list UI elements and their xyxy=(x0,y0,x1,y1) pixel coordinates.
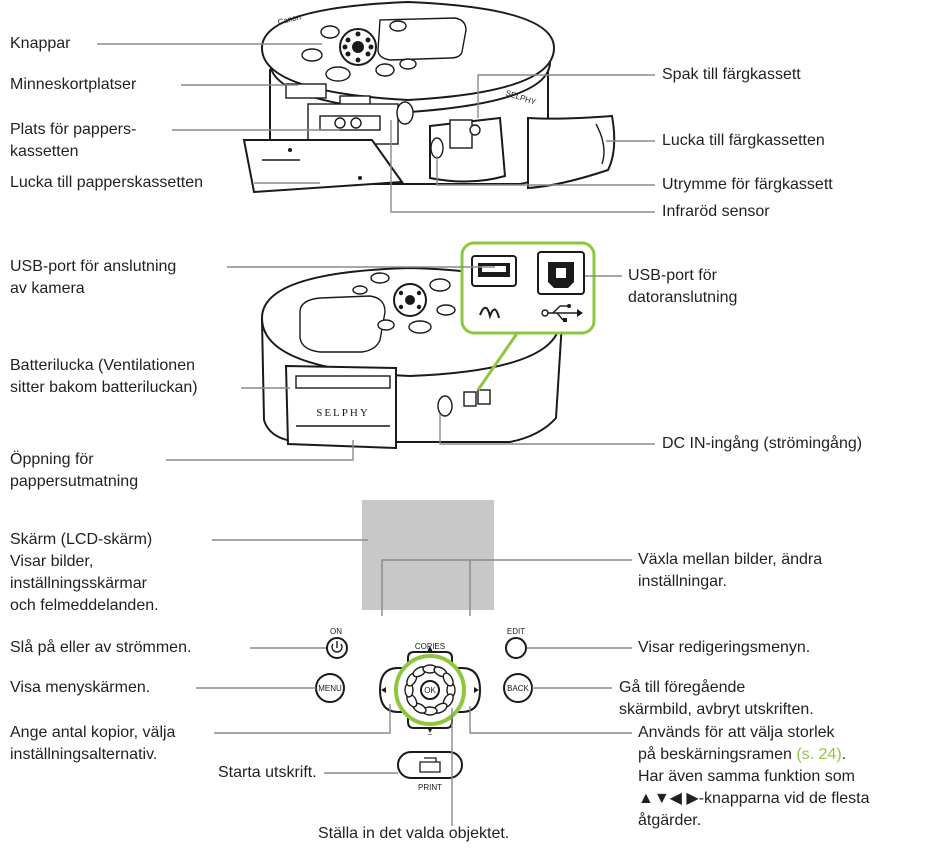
lcd-screen xyxy=(362,500,494,610)
page-reference-link[interactable]: (s. 24) xyxy=(796,746,842,763)
power-icon xyxy=(331,643,343,653)
label-ink-compartment: Utrymme för färgkassett xyxy=(662,176,833,193)
label-ink-door: Lucka till färgkassetten xyxy=(662,132,825,149)
label-paper-cassette-door: Lucka till papperskassetten xyxy=(10,174,203,191)
label-power: Slå på eller av strömmen. xyxy=(10,639,192,656)
menu-button-label: MENU xyxy=(318,684,342,693)
label-paper-cassette-slot: Plats för pappers-kassetten xyxy=(10,121,137,160)
wheel-segment xyxy=(442,672,454,687)
ok-button-label: OK xyxy=(424,686,436,695)
leaders-section2 xyxy=(166,266,655,461)
print-icon xyxy=(419,757,441,773)
leaders-section1 xyxy=(97,43,655,213)
label-lcd-screen: Skärm (LCD-skärm)Visar bilder,inställnin… xyxy=(10,531,159,614)
back-control-pad xyxy=(393,283,427,317)
printer-front-illustration: Canon SELPHY xyxy=(242,0,616,194)
svg-text:−: − xyxy=(428,730,433,739)
label-control-wheel: Används för att välja storlek på beskärn… xyxy=(638,724,870,829)
usb-icon xyxy=(541,304,583,322)
label-ink-lever: Spak till färgkassett xyxy=(662,66,801,83)
edit-button-label: EDIT xyxy=(507,627,525,636)
leaders-section3 xyxy=(196,539,632,826)
top-control-pad xyxy=(339,28,377,66)
label-print: Starta utskrift. xyxy=(218,764,317,781)
printer-back-illustration: SELPHY xyxy=(260,266,564,450)
print-button-label: PRINT xyxy=(418,783,442,792)
label-memory-card-slots: Minneskortplatser xyxy=(10,76,137,93)
battery-cover-text: SELPHY xyxy=(316,407,370,419)
label-edit: Visar redigeringsmenyn. xyxy=(638,639,811,656)
label-menu: Visa menyskärmen. xyxy=(10,679,151,696)
on-button-label: ON xyxy=(330,627,342,636)
label-ir-sensor: Infraröd sensor xyxy=(662,203,770,220)
control-panel-illustration: ON MENU COPIES + − OK EDIT BACK PRINT xyxy=(315,500,533,792)
label-dc-in: DC IN-ingång (strömingång) xyxy=(662,435,863,452)
back-button-label: BACK xyxy=(507,684,529,693)
label-ok: Ställa in det valda objektet. xyxy=(318,825,510,842)
pictbridge-icon xyxy=(479,306,500,320)
usb-port-closeup xyxy=(460,241,596,391)
label-buttons: Knappar xyxy=(10,35,71,52)
